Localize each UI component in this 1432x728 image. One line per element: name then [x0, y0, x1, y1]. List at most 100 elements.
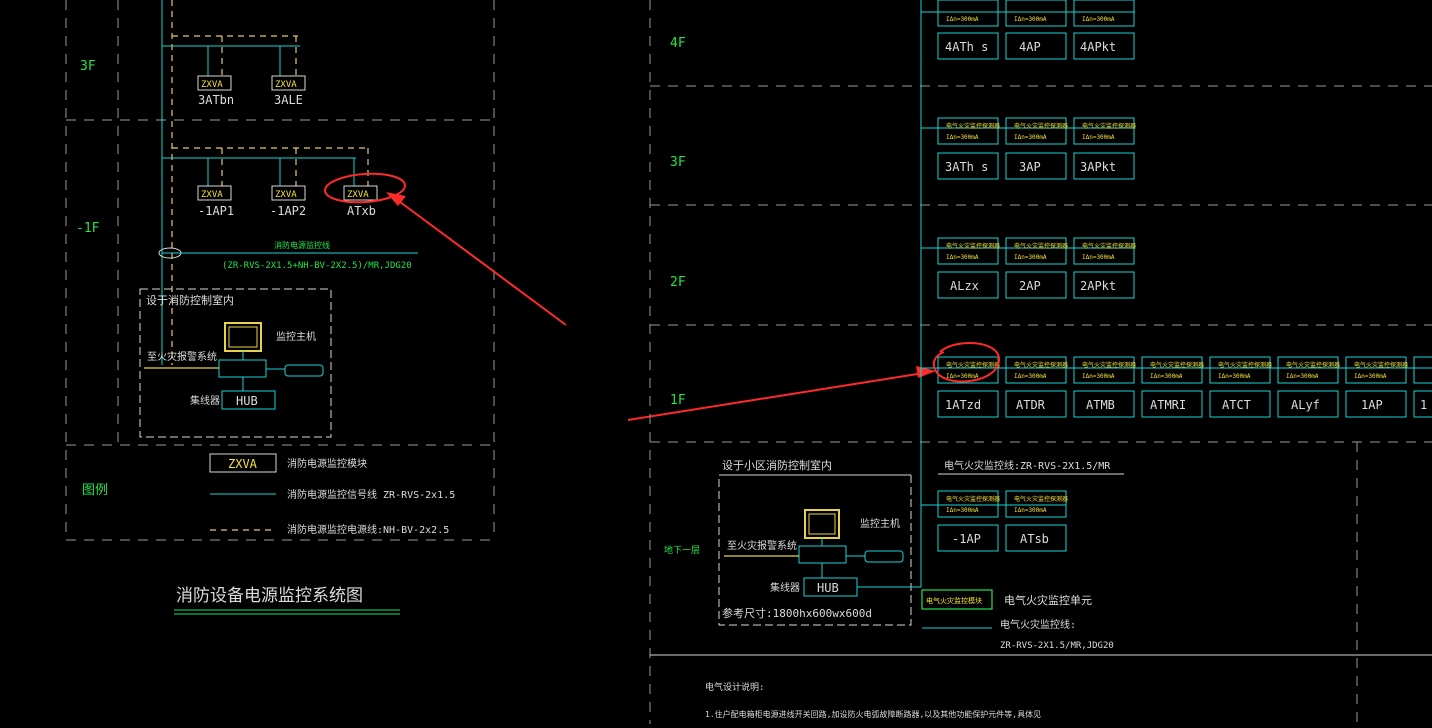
legend-signal-text: 消防电源监控信号线 ZR-RVS-2x1.5 — [287, 488, 455, 501]
module-spec-3f-3: IΔn=300mA — [1082, 134, 1115, 141]
module-title-1f-7: 电气火灾监控探测器 — [1354, 361, 1408, 369]
module-title-1f-2: 电气火灾监控探测器 — [1014, 361, 1068, 369]
keyboard — [284, 364, 324, 377]
right-panel: 4F 3F 2F 1F 地下一层 IΔn=300mA IΔn=300mA IΔn… — [649, 0, 1432, 724]
module-title-3f-1: 电气火灾监控探测器 — [946, 122, 1000, 130]
floor-3f-label: 3F — [80, 59, 96, 74]
legend-module-symbol-text: 电气火灾监控模块 — [926, 596, 982, 605]
module-title-b1-1: 电气火灾监控探测器 — [946, 495, 1000, 503]
device-label-3ale: 3ALE — [274, 93, 303, 107]
device-label-1ap1: -1AP1 — [198, 204, 234, 218]
label-atsb: ATsb — [1020, 532, 1049, 546]
module-title-2f-1: 电气火灾监控探测器 — [946, 242, 1000, 250]
panel-atsb — [1005, 524, 1067, 552]
label-3ap: 3AP — [1019, 160, 1041, 174]
label-1ap: 1AP — [1361, 398, 1383, 412]
bus-title: 消防电源监控线 — [274, 240, 330, 250]
legend-label: 图例 — [82, 483, 108, 498]
module-title-b1-2: 电气火灾监控探测器 — [1014, 495, 1068, 503]
module-title-3f-2: 电气火灾监控探测器 — [1014, 122, 1068, 130]
module-spec-2f-2: IΔn=300mA — [1014, 254, 1047, 261]
hub-caption: 集线器 — [190, 394, 220, 407]
label-3apkt: 3APkt — [1080, 160, 1116, 174]
zxva-label-3atbn: ZXVA — [201, 80, 223, 90]
label-3aths: 3ATh s — [945, 160, 988, 174]
label-4ap: 4AP — [1019, 40, 1041, 54]
floor-4f-label: 4F — [670, 36, 686, 51]
legend-line-text: 电气火灾监控线: — [1000, 618, 1076, 631]
panel-atdr — [1005, 390, 1067, 418]
monitor-host-label: 监控主机 — [276, 330, 316, 343]
legend-line-spec: ZR-RVS-2X1.5/MR,JDG20 — [1000, 641, 1114, 651]
module-spec-3f-1: IΔn=300mA — [946, 134, 979, 141]
fire-control-room-box — [139, 288, 332, 438]
label-4aths: 4ATh s — [945, 40, 988, 54]
monitor-host-label-right: 监控主机 — [860, 517, 900, 530]
label-atct: ATCT — [1222, 398, 1251, 412]
module-title-1f-4: 电气火灾监控探测器 — [1150, 361, 1204, 369]
module-spec-b1-2: IΔn=300mA — [1014, 507, 1047, 514]
module-title-1f-1: 电气火灾监控探测器 — [946, 361, 1000, 369]
label-alyf: ALyf — [1291, 398, 1320, 412]
zxva-label-atxb: ZXVA — [347, 190, 369, 200]
zxva-module-3ale — [271, 75, 306, 91]
legend-zxva-symbol-text: ZXVA — [228, 457, 258, 471]
bus-spec: (ZR-RVS-2X1.5+NH-BV-2X2.5)/MR,JDG20 — [222, 261, 412, 271]
panel-1ap — [1345, 390, 1407, 418]
hub-box — [221, 390, 276, 410]
module-spec-1f-4: IΔn=300mA — [1150, 373, 1183, 380]
notes-title: 电气设计说明: — [705, 681, 764, 693]
label-atmb: ATMB — [1086, 398, 1115, 412]
module-spec-4f-2: IΔn=300mA — [1014, 16, 1047, 23]
left-panel: 3F -1F 图例 ZXVA 3ATbn ZXVA 3ALE ZXVA -1AP… — [65, 0, 495, 615]
device-label-1ap2: -1AP2 — [270, 204, 306, 218]
module-title-3f-3: 电气火灾监控探测器 — [1082, 122, 1136, 130]
module-spec-1f-3: IΔn=300mA — [1082, 373, 1115, 380]
modules-3f: 电气火灾监控探测器 电气火灾监控探测器 电气火灾监控探测器 IΔn=300mA … — [937, 117, 1136, 145]
panel-2apkt — [1073, 271, 1135, 299]
label-2ap: 2AP — [1019, 279, 1041, 293]
label-1atzd: 1ATzd — [945, 398, 981, 412]
label-alzx: ALzx — [950, 279, 979, 293]
panel-alzx — [937, 271, 999, 299]
zxva-module-3atbn — [197, 75, 232, 91]
zxva-module-1ap1 — [197, 185, 232, 201]
module-spec-1f-5: IΔn=300mA — [1218, 373, 1251, 380]
module-spec-1f-7: IΔn=300mA — [1354, 373, 1387, 380]
zxva-label-3ale: ZXVA — [275, 80, 297, 90]
module-title-2f-2: 电气火灾监控探测器 — [1014, 242, 1068, 250]
red-annotation-circle-left — [324, 172, 406, 204]
legend-power-text: 消防电源监控电源线:NH-BV-2x2.5 — [287, 523, 449, 536]
keyboard-right — [864, 550, 904, 563]
label-2apkt: 2APkt — [1080, 279, 1116, 293]
zxva-label-1ap1: ZXVA — [201, 190, 223, 200]
diagram-title: 消防设备电源监控系统图 — [176, 586, 363, 606]
module-spec-2f-3: IΔn=300mA — [1082, 254, 1115, 261]
module-title-1f-5: 电气火灾监控探测器 — [1218, 361, 1272, 369]
panel-4ap — [1005, 32, 1067, 60]
hub-label: HUB — [236, 394, 258, 408]
panel-alyf — [1277, 390, 1339, 418]
zxva-module-1ap2 — [271, 185, 306, 201]
modules-2f: 电气火灾监控探测器 电气火灾监控探测器 电气火灾监控探测器 IΔn=300mA … — [937, 237, 1136, 265]
panel-1-partial — [1413, 390, 1432, 418]
panel-2ap — [1005, 271, 1067, 299]
alarm-link-label: 至火灾报警系统 — [147, 350, 217, 363]
label-b1-1ap: -1AP — [952, 532, 981, 546]
panel-4apkt — [1073, 32, 1135, 60]
legend-zxva-symbol — [209, 453, 277, 473]
b1-bus-label: 电气火灾监控线:ZR-RVS-2X1.5/MR — [944, 459, 1111, 472]
legend-module-symbol — [921, 589, 993, 610]
module-spec-1f-2: IΔn=300mA — [1014, 373, 1047, 380]
panel-atmri — [1141, 390, 1203, 418]
alarm-link-label-right: 至火灾报警系统 — [727, 539, 797, 552]
module-spec-b1-1: IΔn=300mA — [946, 507, 979, 514]
modules-1f: 电气火灾监控探测器 电气火灾监控探测器 电气火灾监控探测器 电气火灾监控探测器 … — [937, 356, 1432, 384]
module-spec-3f-2: IΔn=300mA — [1014, 134, 1047, 141]
zxva-module-atxb — [343, 185, 378, 201]
red-arrows — [386, 192, 936, 421]
notes-line-1: 1.住户配电箱柜电源进线开关回路,加设防火电弧故障断路器,以及其他功能保护元件等… — [705, 709, 1041, 719]
device-label-atxb: ATxb — [347, 204, 376, 218]
